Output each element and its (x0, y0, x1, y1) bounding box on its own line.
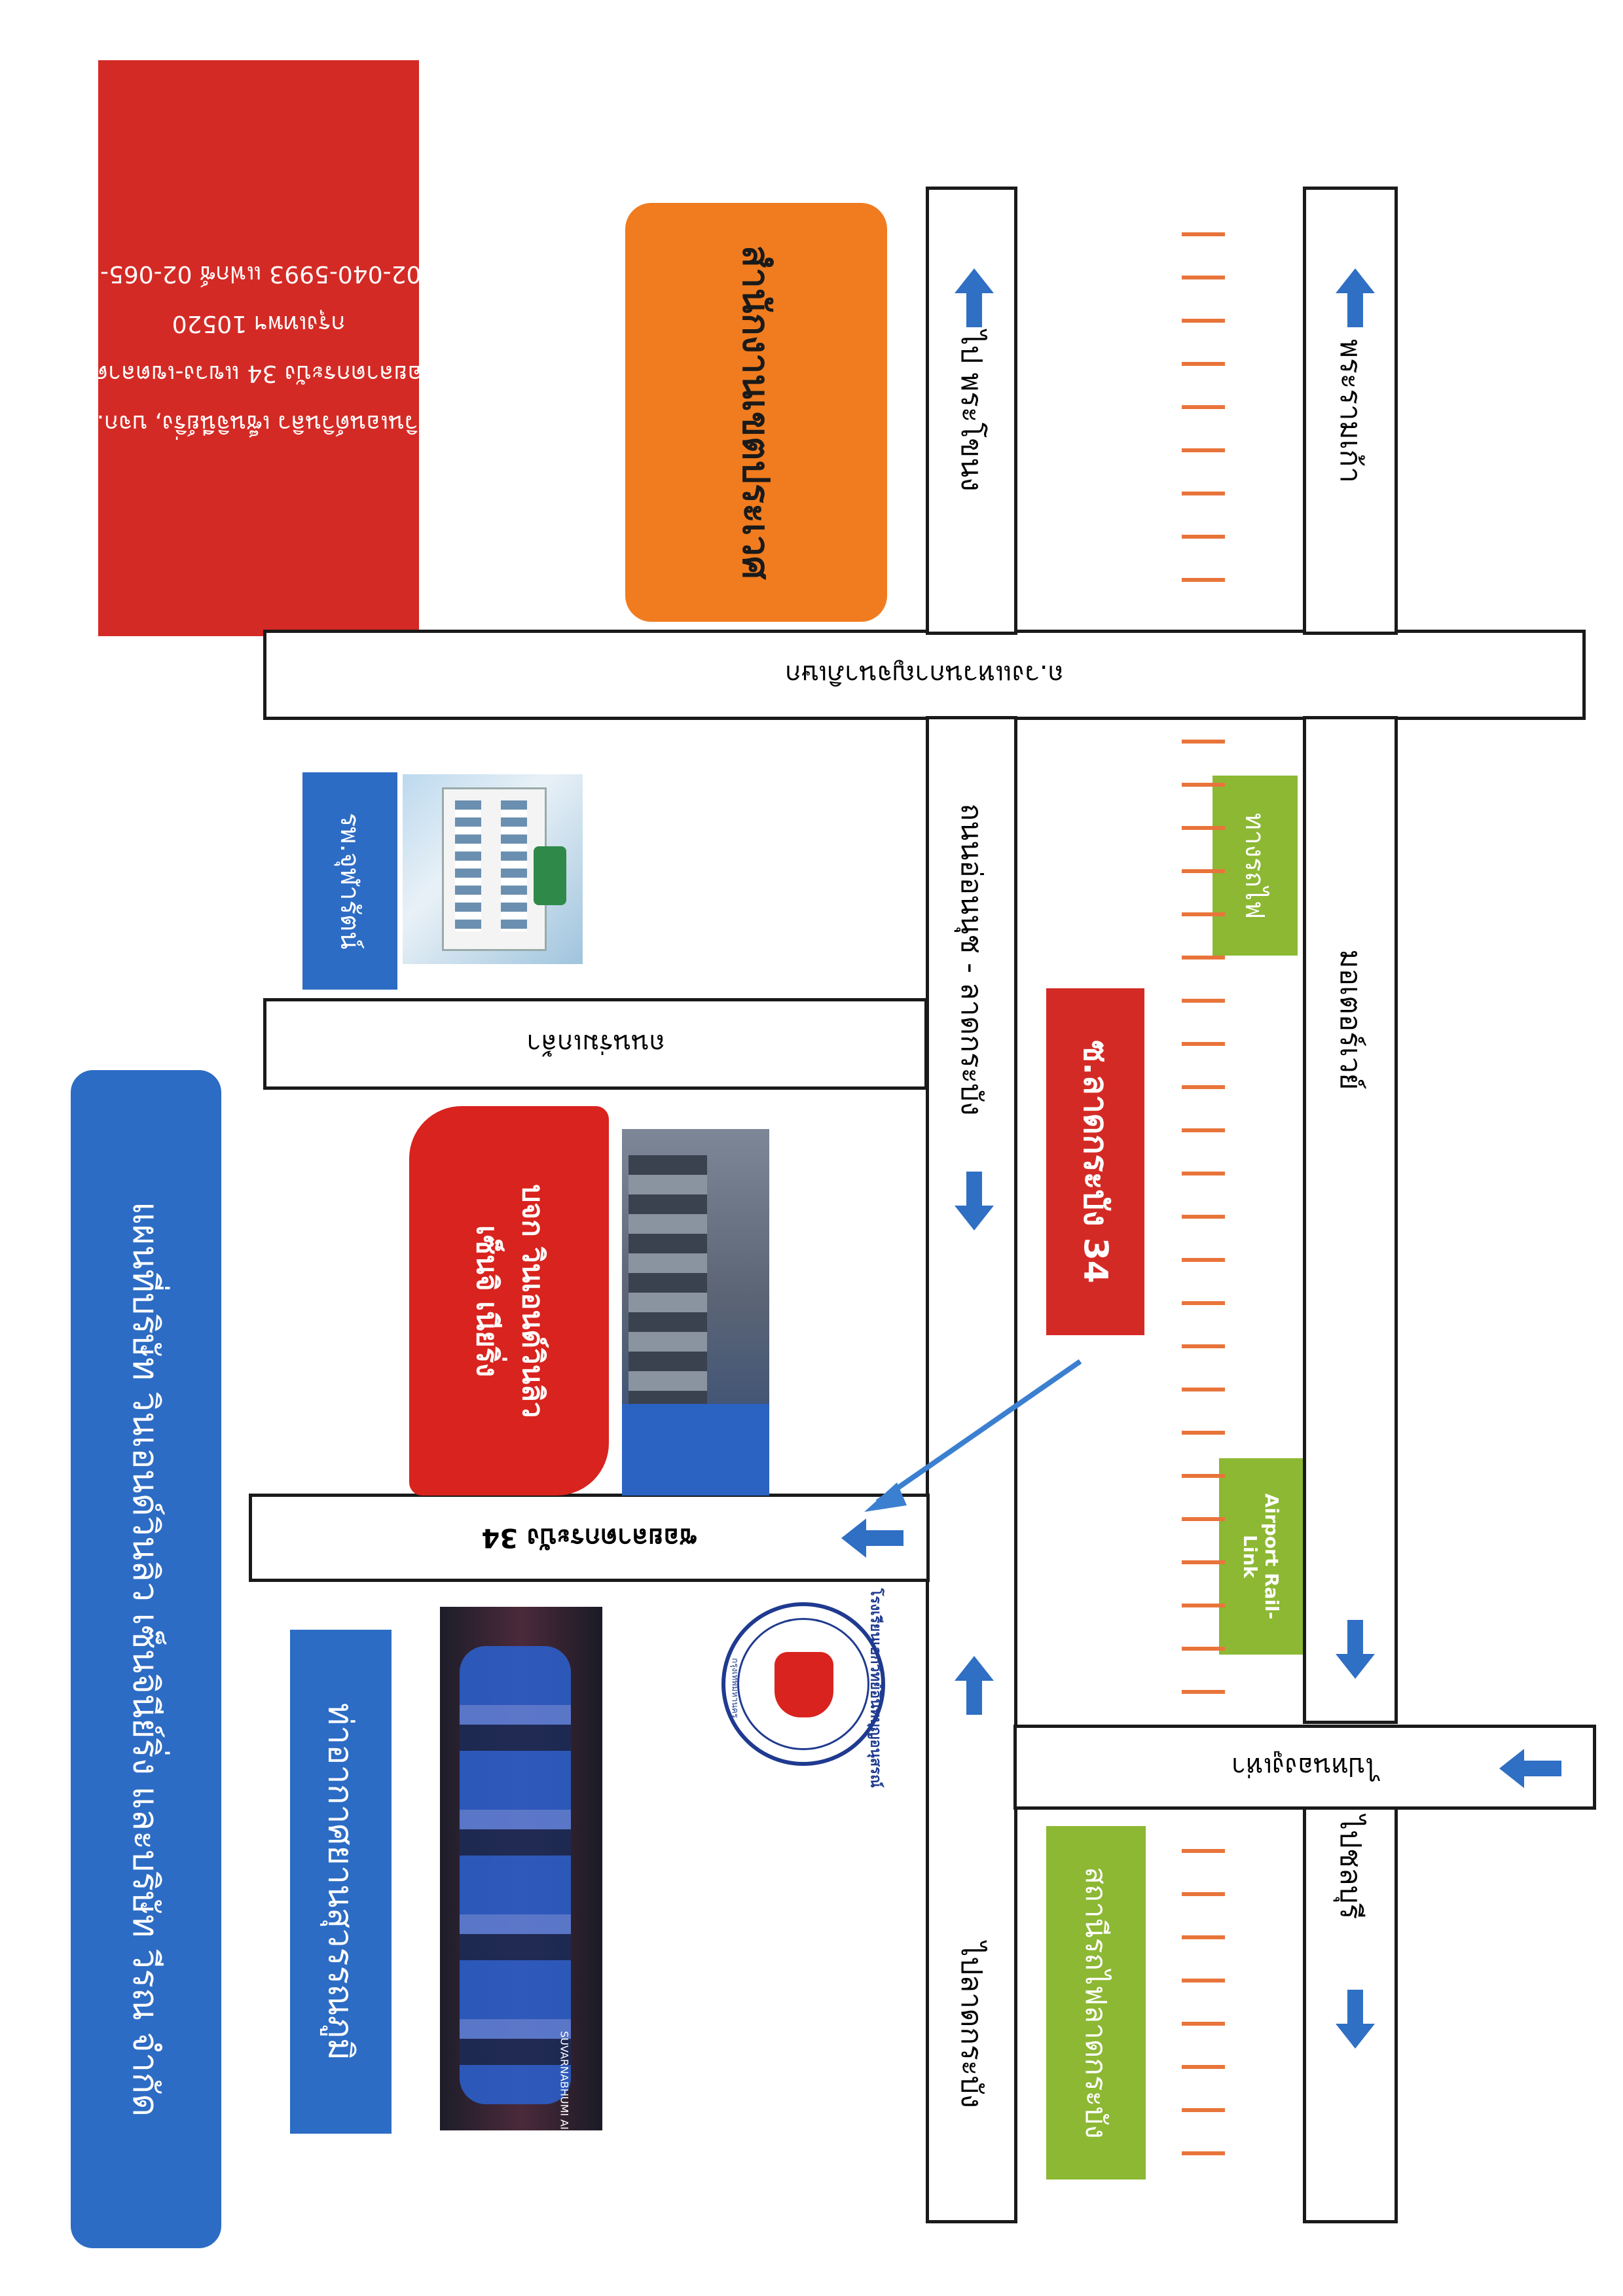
road-to-nong-ngu-hao-label: ไปหนองงูเห่า (1231, 1751, 1379, 1782)
railway-tick (1182, 1474, 1225, 1478)
road-soi-lat-krabang-34-label: ซอยลาดกระบัง 34 (481, 1522, 697, 1552)
company-building-label: บจก วินเอนด์วินลิว เซ็นจิ เนียริ่ง (469, 1183, 549, 1418)
district-office-box: สำนักงานเขตประเวศ (625, 203, 887, 622)
road-to-lat-krabang-label: ไปลาดกระบัง (955, 1942, 988, 2108)
railway-tick (1182, 2065, 1225, 2069)
company-building-label-box: บจก วินเอนด์วินลิว เซ็นจิ เนียริ่ง (409, 1106, 609, 1496)
hospital-label: รพ.จุฬารัตน์ (334, 812, 365, 950)
pointer-arrow (864, 1359, 1082, 1512)
railway-tick (1182, 2151, 1225, 2155)
railway-tick (1182, 405, 1225, 409)
road-phra-ram-9: พระรามเก้า (1303, 187, 1398, 635)
company-building-photo (622, 1129, 769, 1496)
title-banner-text: แผนที่บริษัท วินเอนด์วินลิว เซ็นจินีย์ริ… (125, 1201, 166, 2117)
railway-tick (1182, 1647, 1225, 1651)
arrow-left-soi-34-icon (841, 1518, 903, 1558)
arrow-down-on-nut-icon (955, 1172, 994, 1230)
railway-tick (1182, 578, 1225, 582)
railway-tick (1182, 276, 1225, 279)
railway-tick (1182, 826, 1225, 830)
railway-tick (1182, 2108, 1225, 2112)
railway-tick (1182, 999, 1225, 1003)
railway-tick (1182, 1560, 1225, 1564)
railway-tick (1182, 1042, 1225, 1046)
road-romklao: ถนนร่มเกล้า (263, 998, 928, 1090)
district-office-label: สำนักงานเขตประเวศ (734, 245, 777, 580)
railway-tick (1182, 1604, 1225, 1607)
road-on-nut-lat-krabang-label: ถนนอ่อนนุช - ลาดกระบัง (955, 803, 988, 1116)
railway-tick (1182, 1172, 1225, 1175)
railway-tick (1182, 956, 1225, 960)
arrow-down-motorway-icon (1336, 1620, 1375, 1679)
railway-tick (1182, 869, 1225, 873)
company-info-line3: กรุงเทพฯ 10520 (172, 310, 346, 337)
railway-tick (1182, 1849, 1225, 1853)
arrow-left-nong-ngu-hao-icon (1499, 1749, 1561, 1788)
road-to-phra-khanong: ไป พระโขนง (926, 187, 1017, 635)
railway-tick (1182, 319, 1225, 323)
hospital-label-box: รพ.จุฬารัตน์ (302, 772, 397, 990)
arrow-up-phra-khanong-icon (955, 268, 994, 327)
airport-rail-link-label: Airport Rail-Link (1239, 1493, 1283, 1620)
railway-tick (1182, 1301, 1225, 1305)
lat-krabang-station-label: สถานีรถไฟลาดกระบัง (1079, 1867, 1112, 2139)
railway-tick (1182, 740, 1225, 744)
hospital-photo (403, 774, 583, 964)
railway-tick (1182, 783, 1225, 787)
logo-top-text: โรงเรียนเอกวิทย์อินทบุญอนุสรณ์ (867, 1588, 884, 1788)
railway-tick (1182, 1892, 1225, 1896)
railway-tick (1182, 912, 1225, 916)
road-motorway-label: มอเตอร์เวย์ (1333, 949, 1367, 1090)
railway-crossing-sign: ทางรถไฟ (1213, 776, 1298, 956)
railway-tick (1182, 1215, 1225, 1219)
road-soi-lat-krabang-34: ซอยลาดกระบัง 34 (249, 1494, 930, 1582)
road-motorway: มอเตอร์เวย์ (1303, 716, 1398, 1724)
railway-tick (1182, 232, 1225, 236)
road-to-phra-khanong-label: ไป พระโขนง (955, 330, 988, 492)
railway-tick (1182, 1979, 1225, 1982)
road-to-chonburi-label: ไปชลบุรี (1333, 1815, 1367, 1919)
company-info-box: บจก.วินเอนด์วินลิว เซ็นจินีย์ริ่ง, บจก.ว… (27, 60, 490, 636)
road-to-nong-ngu-hao: ไปหนองงูเห่า (1013, 1725, 1596, 1810)
railway-tick (1182, 492, 1225, 495)
arrow-down-chonburi-icon (1336, 1990, 1375, 2049)
road-romklao-label: ถนนร่มเกล้า (526, 1028, 665, 1058)
railway-tick (1182, 2022, 1225, 2026)
company-info-line4: โทร. 02-040-5993 แฟกซ์ 02-065-1433 (40, 260, 477, 287)
railway-tick (1182, 1128, 1225, 1132)
railway-tick (1182, 1690, 1225, 1694)
title-banner: แผนที่บริษัท วินเอนด์วินลิว เซ็นจินีย์ริ… (71, 1070, 221, 2248)
company-info-line2: 20/1ซอยลาดกระบัง 34 แขวง-เขตลาดกระบัง (26, 360, 491, 387)
railway-tick (1182, 535, 1225, 539)
railway-tick (1182, 1344, 1225, 1348)
railway-tick (1182, 1431, 1225, 1435)
soi-sign-box: ซ.ลาดกระบัง 34 (1046, 988, 1144, 1335)
lat-krabang-station-sign: สถานีรถไฟลาดกระบัง (1046, 1826, 1146, 2179)
logo-bottom-text: กรุงเทพมหานคร (729, 1658, 740, 1718)
railway-tick (1182, 362, 1225, 366)
soi-sign-label: ซ.ลาดกระบัง 34 (1076, 1040, 1115, 1283)
airport-photo-caption: SUVARNABHUMI AIRPORT (558, 2031, 571, 2130)
arrow-up-phra-ram-9-icon (1336, 268, 1375, 327)
road-kanchanaphisek: ถ.วงแหวนกาญจนาภิเษก (263, 630, 1586, 720)
railway-tick (1182, 1085, 1225, 1089)
railway-crossing-label: ทางรถไฟ (1239, 812, 1269, 919)
railway-tick (1182, 1388, 1225, 1391)
railway-tick (1182, 1258, 1225, 1262)
railway-tick (1182, 448, 1225, 452)
airport-label-box: ท่าอากาศยานสุวรรณภูมิ (290, 1630, 392, 2134)
arrow-up-lat-krabang-icon (955, 1656, 994, 1715)
railway-tick (1182, 1517, 1225, 1521)
railway-tick (1182, 1935, 1225, 1939)
airport-label: ท่าอากาศยานสุวรรณภูมิ (320, 1702, 359, 2061)
airport-rail-link-sign: Airport Rail-Link (1219, 1458, 1303, 1655)
company-info-line1: บจก.วินเอนด์วินลิว เซ็นจินีย์ริ่ง, บจก.ว… (48, 410, 469, 437)
school-logo: โรงเรียนเอกวิทย์อินทบุญอนุสรณ์ กรุงเทพมห… (721, 1588, 885, 1788)
road-phra-ram-9-label: พระรามเก้า (1333, 338, 1367, 483)
logo-ship-icon (775, 1652, 833, 1717)
airport-photo: SUVARNABHUMI AIRPORT (440, 1607, 602, 2130)
company-info-text: บจก.วินเอนด์วินลิว เซ็นจินีย์ริ่ง, บจก.ว… (0, 249, 540, 448)
road-kanchanaphisek-label: ถ.วงแหวนกาญจนาภิเษก (785, 659, 1064, 689)
